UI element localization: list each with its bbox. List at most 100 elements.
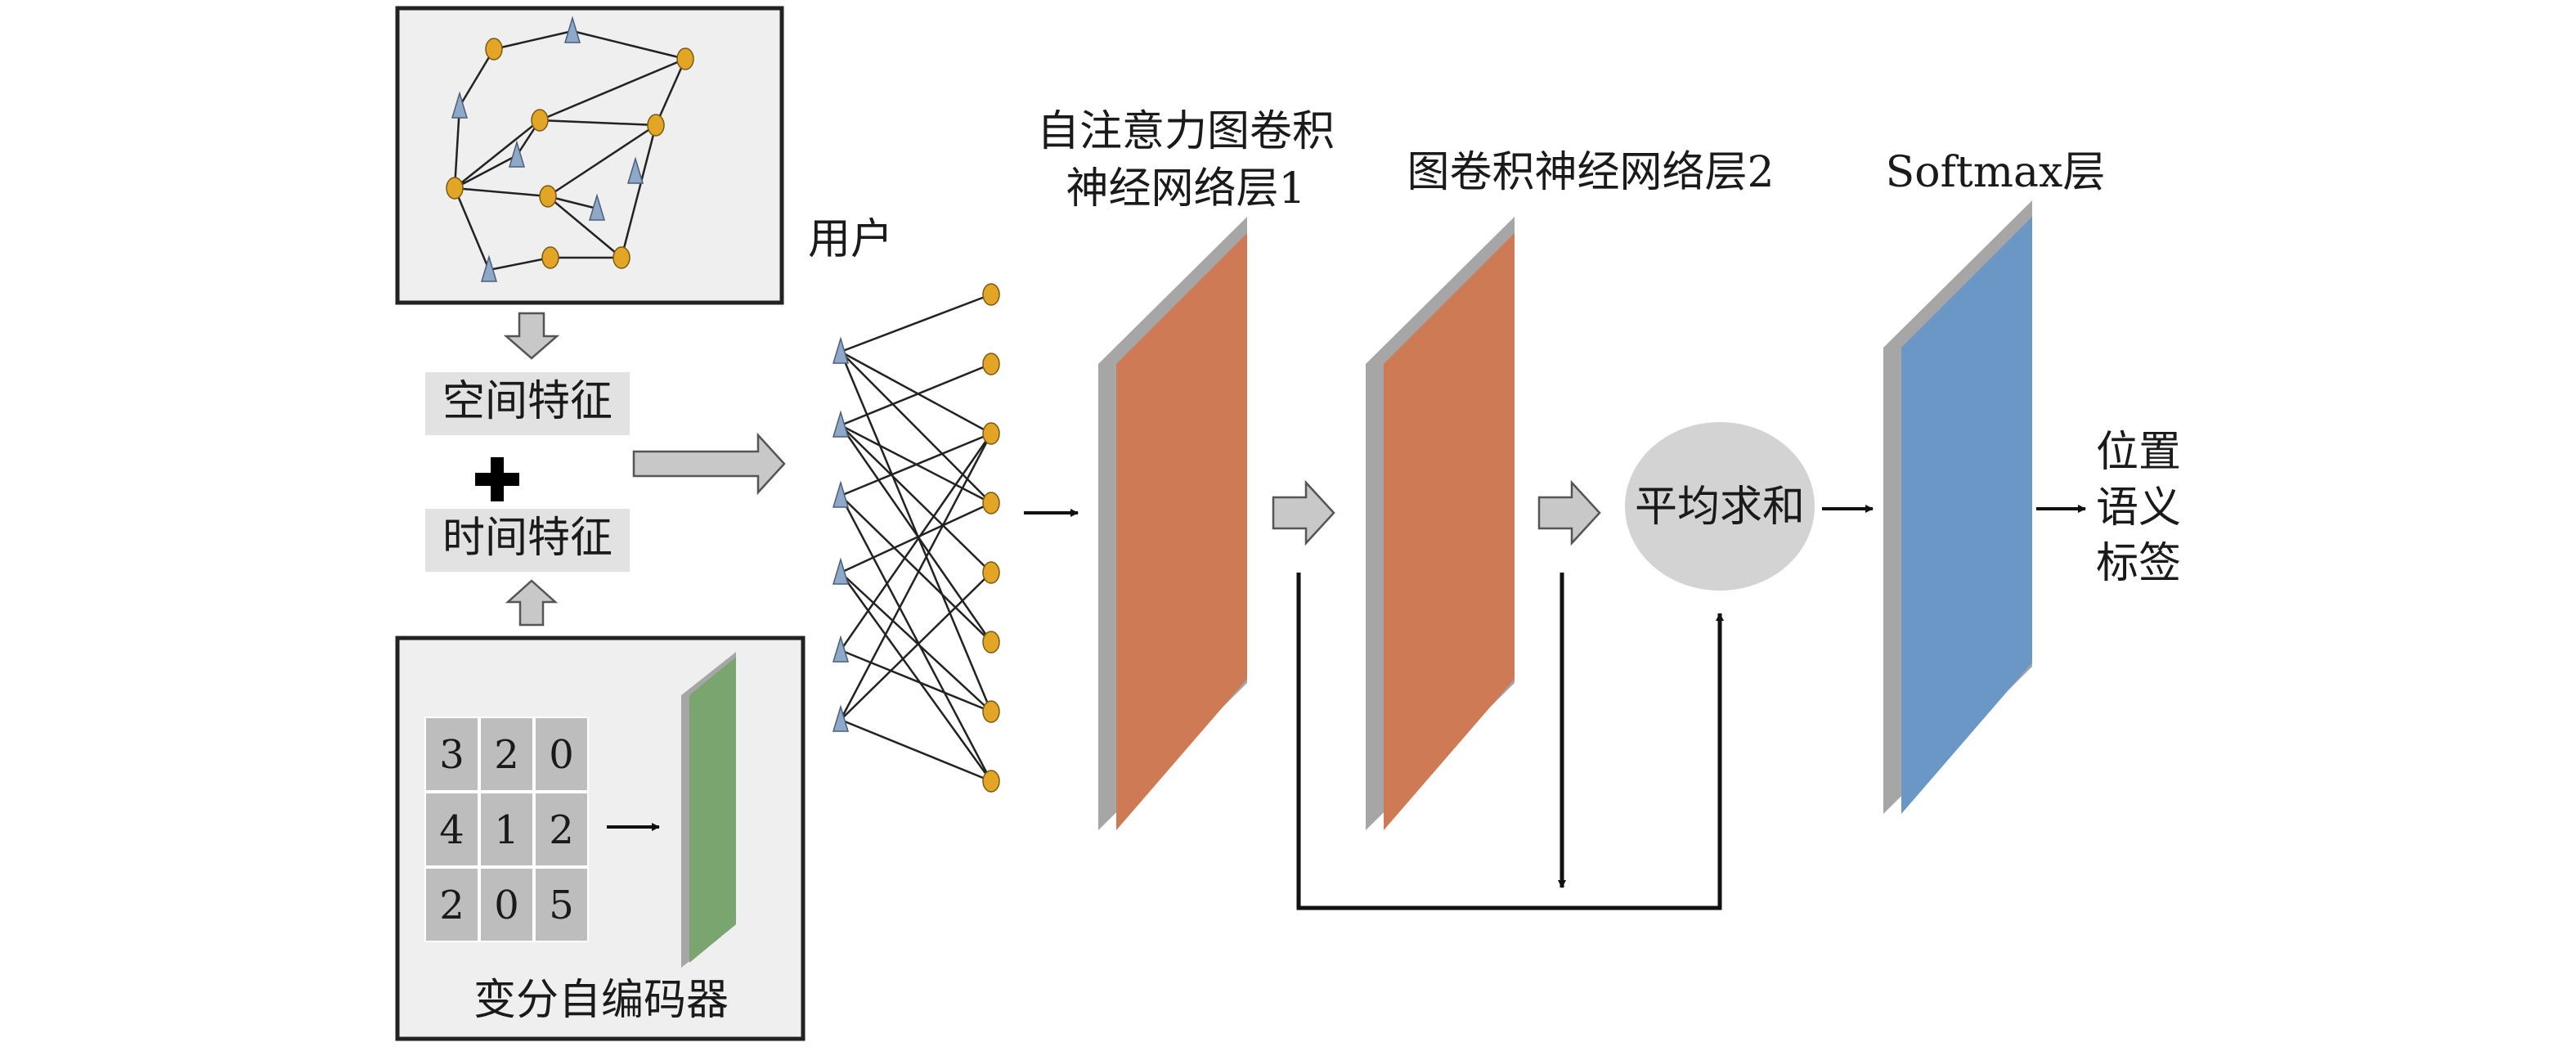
matrix-cell-value: 2 [494, 732, 519, 778]
location-node [613, 246, 631, 269]
user-node [832, 557, 850, 585]
graph-edge [493, 29, 573, 51]
layer1-title-line2: 神经网络层1 [1066, 164, 1305, 213]
bipartite-edge [839, 433, 993, 721]
bipartite-edge [840, 362, 992, 427]
graph-edge [453, 106, 461, 189]
vae-layer-plane [681, 652, 736, 968]
matrix-cell [534, 867, 589, 942]
location-node [982, 492, 1000, 515]
user-node [832, 336, 850, 364]
graph-edge [454, 186, 549, 198]
matrix-cell [424, 867, 479, 942]
user-node [451, 91, 469, 119]
location-node [982, 561, 1000, 584]
graph-edge [458, 48, 496, 107]
bipartite-edge [840, 425, 992, 573]
bipartite-edge [840, 718, 992, 783]
matrix-cell [424, 717, 479, 792]
location-node [539, 185, 557, 208]
matrix-cell [534, 717, 589, 792]
softmax-title: Softmax层 [1886, 148, 2106, 197]
graph-edge [453, 187, 491, 271]
location-node [982, 283, 1000, 306]
temporal-feature-text: 时间特征 [442, 514, 613, 563]
graph-edge [620, 124, 657, 258]
gcn-layer-2 [1366, 217, 1515, 830]
vae-label: 变分自编码器 [473, 976, 729, 1025]
location-node [982, 700, 1000, 723]
matrix-cell [479, 867, 534, 942]
up-block-arrow [505, 579, 559, 627]
location-node [531, 109, 549, 132]
bipartite-edge [839, 495, 993, 782]
user-node [832, 704, 850, 732]
bipartite-edge [840, 495, 992, 643]
down-block-arrow [503, 312, 560, 360]
graph-edge [547, 124, 657, 198]
location-node [541, 246, 559, 269]
graph-edge [654, 58, 687, 126]
bipartite-edge [839, 572, 993, 782]
bipartite-edge [840, 572, 992, 712]
graph-edge [539, 119, 657, 127]
output-label-line3: 标签 [2096, 539, 2181, 588]
matrix-cell-value: 2 [549, 807, 574, 853]
bipartite-edge [840, 350, 992, 435]
user-node [480, 254, 498, 282]
matrix-cell-value: 2 [439, 883, 464, 928]
location-node [982, 422, 1000, 445]
graph-edge [488, 256, 551, 272]
average-sum-text: 平均求和 [1635, 483, 1805, 532]
graph-edge [454, 154, 518, 190]
graph-edge [539, 57, 686, 122]
location-node [982, 353, 1000, 375]
location-node [982, 631, 1000, 654]
bipartite-edge [840, 351, 992, 504]
location-node [676, 47, 694, 70]
matrix-cell-value: 5 [549, 883, 574, 928]
average-sum-node: 平均求和 [1625, 422, 1815, 591]
bipartite-edge [840, 572, 992, 721]
location-node [485, 38, 503, 61]
bipartite-edge [840, 649, 992, 713]
output-label-line1: 位置 [2096, 428, 2181, 477]
bipartite-edge [840, 501, 992, 574]
location-node [446, 177, 464, 200]
bipartite-edge [839, 433, 993, 651]
graph-edge [572, 29, 686, 61]
matrix-cell-value: 3 [439, 732, 464, 778]
temporal-feature-label: 时间特征 [425, 509, 630, 572]
layer1-to-layer2-block-arrow [1272, 479, 1335, 546]
user-node [626, 156, 644, 184]
spatial-feature-label: 空间特征 [425, 372, 630, 435]
graph-edge [547, 195, 622, 258]
matrix-cell [534, 792, 589, 867]
spatial-feature-text: 空间特征 [442, 377, 613, 426]
user-node [588, 193, 606, 221]
user-node [832, 635, 850, 663]
user-node [832, 410, 850, 438]
layer2-to-sum-block-arrow [1537, 479, 1601, 546]
layer2-title: 图卷积神经网络层2 [1407, 148, 1774, 197]
matrix-cell-value: 0 [549, 732, 574, 778]
spatial-graph-panel [395, 6, 784, 305]
output-label-line2: 语义 [2096, 483, 2181, 532]
layer1-title-line1: 自注意力图卷积 [1037, 107, 1335, 156]
matrix-cell-value: 0 [494, 883, 519, 928]
softmax-layer [1883, 200, 2032, 814]
matrix-cell [479, 717, 534, 792]
user-node [508, 140, 526, 168]
right-block-arrow [632, 432, 786, 496]
gcn-layer-1 [1098, 217, 1247, 830]
location-node [982, 770, 1000, 793]
matrix-cell-value: 4 [439, 807, 464, 853]
user-node [563, 16, 581, 43]
bipartite-edge [839, 351, 993, 712]
user-node [832, 480, 850, 508]
graph-edge [454, 119, 541, 189]
users-label: 用户 [808, 215, 893, 264]
